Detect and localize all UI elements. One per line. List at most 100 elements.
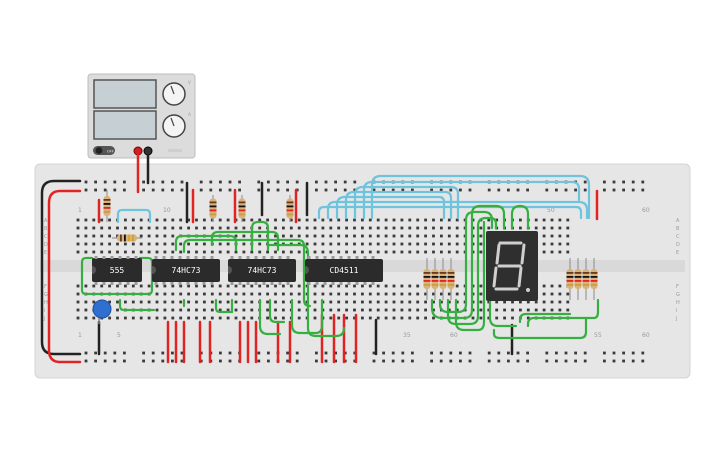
breadboard-hole[interactable]	[139, 226, 143, 230]
breadboard-hole[interactable]	[92, 218, 96, 222]
breadboard-hole[interactable]	[408, 226, 412, 230]
breadboard-hole[interactable]	[218, 242, 222, 246]
breadboard-hole[interactable]	[297, 300, 301, 304]
breadboard-hole[interactable]	[468, 188, 472, 192]
breadboard-hole[interactable]	[274, 308, 277, 312]
breadboard-hole[interactable]	[542, 250, 546, 254]
breadboard-hole[interactable]	[226, 242, 230, 246]
breadboard-hole[interactable]	[424, 292, 427, 296]
breadboard-hole[interactable]	[274, 226, 277, 230]
breadboard-hole[interactable]	[400, 316, 404, 320]
breadboard-hole[interactable]	[76, 316, 80, 320]
breadboard-hole[interactable]	[459, 351, 462, 355]
breadboard-hole[interactable]	[113, 359, 117, 363]
breadboard-hole[interactable]	[84, 234, 88, 238]
breadboard-hole[interactable]	[455, 308, 459, 312]
breadboard-hole[interactable]	[324, 188, 328, 192]
breadboard-hole[interactable]	[376, 234, 380, 238]
breadboard-hole[interactable]	[94, 351, 97, 355]
breadboard-hole[interactable]	[289, 234, 293, 238]
breadboard-hole[interactable]	[297, 226, 301, 230]
breadboard-hole[interactable]	[337, 300, 341, 304]
breadboard-hole[interactable]	[228, 351, 232, 355]
breadboard-hole[interactable]	[334, 359, 337, 363]
breadboard-hole[interactable]	[116, 226, 119, 230]
breadboard-hole[interactable]	[226, 226, 230, 230]
breadboard-hole[interactable]	[432, 250, 435, 254]
breadboard-hole[interactable]	[372, 359, 376, 363]
breadboard-hole[interactable]	[631, 188, 635, 192]
breadboard-hole[interactable]	[479, 316, 483, 320]
breadboard-hole[interactable]	[534, 226, 538, 230]
breadboard-hole[interactable]	[516, 359, 520, 363]
breadboard-hole[interactable]	[116, 250, 119, 254]
wire-green[interactable]	[446, 216, 498, 326]
breadboard-hole[interactable]	[411, 359, 414, 363]
breadboard-hole[interactable]	[155, 234, 159, 238]
breadboard-hole[interactable]	[337, 234, 341, 238]
breadboard-hole[interactable]	[416, 292, 420, 296]
breadboard-hole[interactable]	[455, 218, 459, 222]
breadboard-hole[interactable]	[155, 242, 159, 246]
breadboard-hole[interactable]	[334, 188, 337, 192]
breadboard-hole[interactable]	[257, 180, 261, 184]
breadboard-hole[interactable]	[315, 351, 318, 355]
breadboard-hole[interactable]	[550, 218, 554, 222]
breadboard-hole[interactable]	[313, 308, 317, 312]
breadboard-hole[interactable]	[345, 242, 348, 246]
breadboard-hole[interactable]	[401, 359, 405, 363]
breadboard-hole[interactable]	[250, 250, 254, 254]
breadboard-hole[interactable]	[142, 188, 145, 192]
breadboard-hole[interactable]	[315, 180, 318, 184]
breadboard-hole[interactable]	[542, 226, 546, 230]
breadboard-hole[interactable]	[430, 351, 433, 355]
breadboard-hole[interactable]	[455, 234, 459, 238]
breadboard-hole[interactable]	[503, 316, 506, 320]
breadboard-hole[interactable]	[416, 242, 420, 246]
breadboard-hole[interactable]	[116, 300, 119, 304]
breadboard-hole[interactable]	[432, 242, 435, 246]
breadboard-hole[interactable]	[266, 308, 269, 312]
breadboard-hole[interactable]	[368, 284, 372, 288]
breadboard-hole[interactable]	[497, 188, 501, 192]
breadboard-hole[interactable]	[479, 234, 483, 238]
breadboard-hole[interactable]	[315, 359, 318, 363]
breadboard-hole[interactable]	[376, 242, 380, 246]
wire-green[interactable]	[430, 204, 506, 320]
breadboard-hole[interactable]	[210, 218, 214, 222]
breadboard-hole[interactable]	[440, 234, 443, 238]
breadboard-hole[interactable]	[124, 226, 127, 230]
breadboard-hole[interactable]	[100, 234, 104, 238]
breadboard-hole[interactable]	[113, 351, 117, 355]
breadboard-hole[interactable]	[424, 234, 427, 238]
breadboard-hole[interactable]	[376, 300, 380, 304]
breadboard-hole[interactable]	[449, 359, 453, 363]
breadboard-hole[interactable]	[519, 226, 522, 230]
breadboard-hole[interactable]	[84, 351, 88, 355]
breadboard-hole[interactable]	[321, 242, 325, 246]
breadboard-hole[interactable]	[449, 351, 453, 355]
breadboard-hole[interactable]	[171, 316, 175, 320]
breadboard-hole[interactable]	[242, 316, 246, 320]
breadboard-hole[interactable]	[113, 188, 117, 192]
breadboard-hole[interactable]	[123, 359, 126, 363]
breadboard-hole[interactable]	[487, 226, 491, 230]
breadboard-hole[interactable]	[116, 284, 119, 288]
breadboard-hole[interactable]	[376, 250, 380, 254]
breadboard-hole[interactable]	[353, 292, 356, 296]
breadboard-hole[interactable]	[439, 359, 443, 363]
wire-green[interactable]	[268, 298, 286, 324]
breadboard-hole[interactable]	[321, 292, 325, 296]
breadboard-hole[interactable]	[203, 226, 206, 230]
breadboard-hole[interactable]	[218, 226, 222, 230]
breadboard-hole[interactable]	[361, 284, 364, 288]
breadboard-hole[interactable]	[142, 180, 145, 184]
breadboard-hole[interactable]	[329, 218, 333, 222]
breadboard-hole[interactable]	[487, 359, 491, 363]
breadboard-hole[interactable]	[195, 242, 198, 246]
breadboard-hole[interactable]	[550, 226, 554, 230]
breadboard-hole[interactable]	[163, 250, 167, 254]
resistor[interactable]	[286, 195, 294, 222]
breadboard-hole[interactable]	[151, 359, 155, 363]
breadboard-hole[interactable]	[361, 218, 364, 222]
